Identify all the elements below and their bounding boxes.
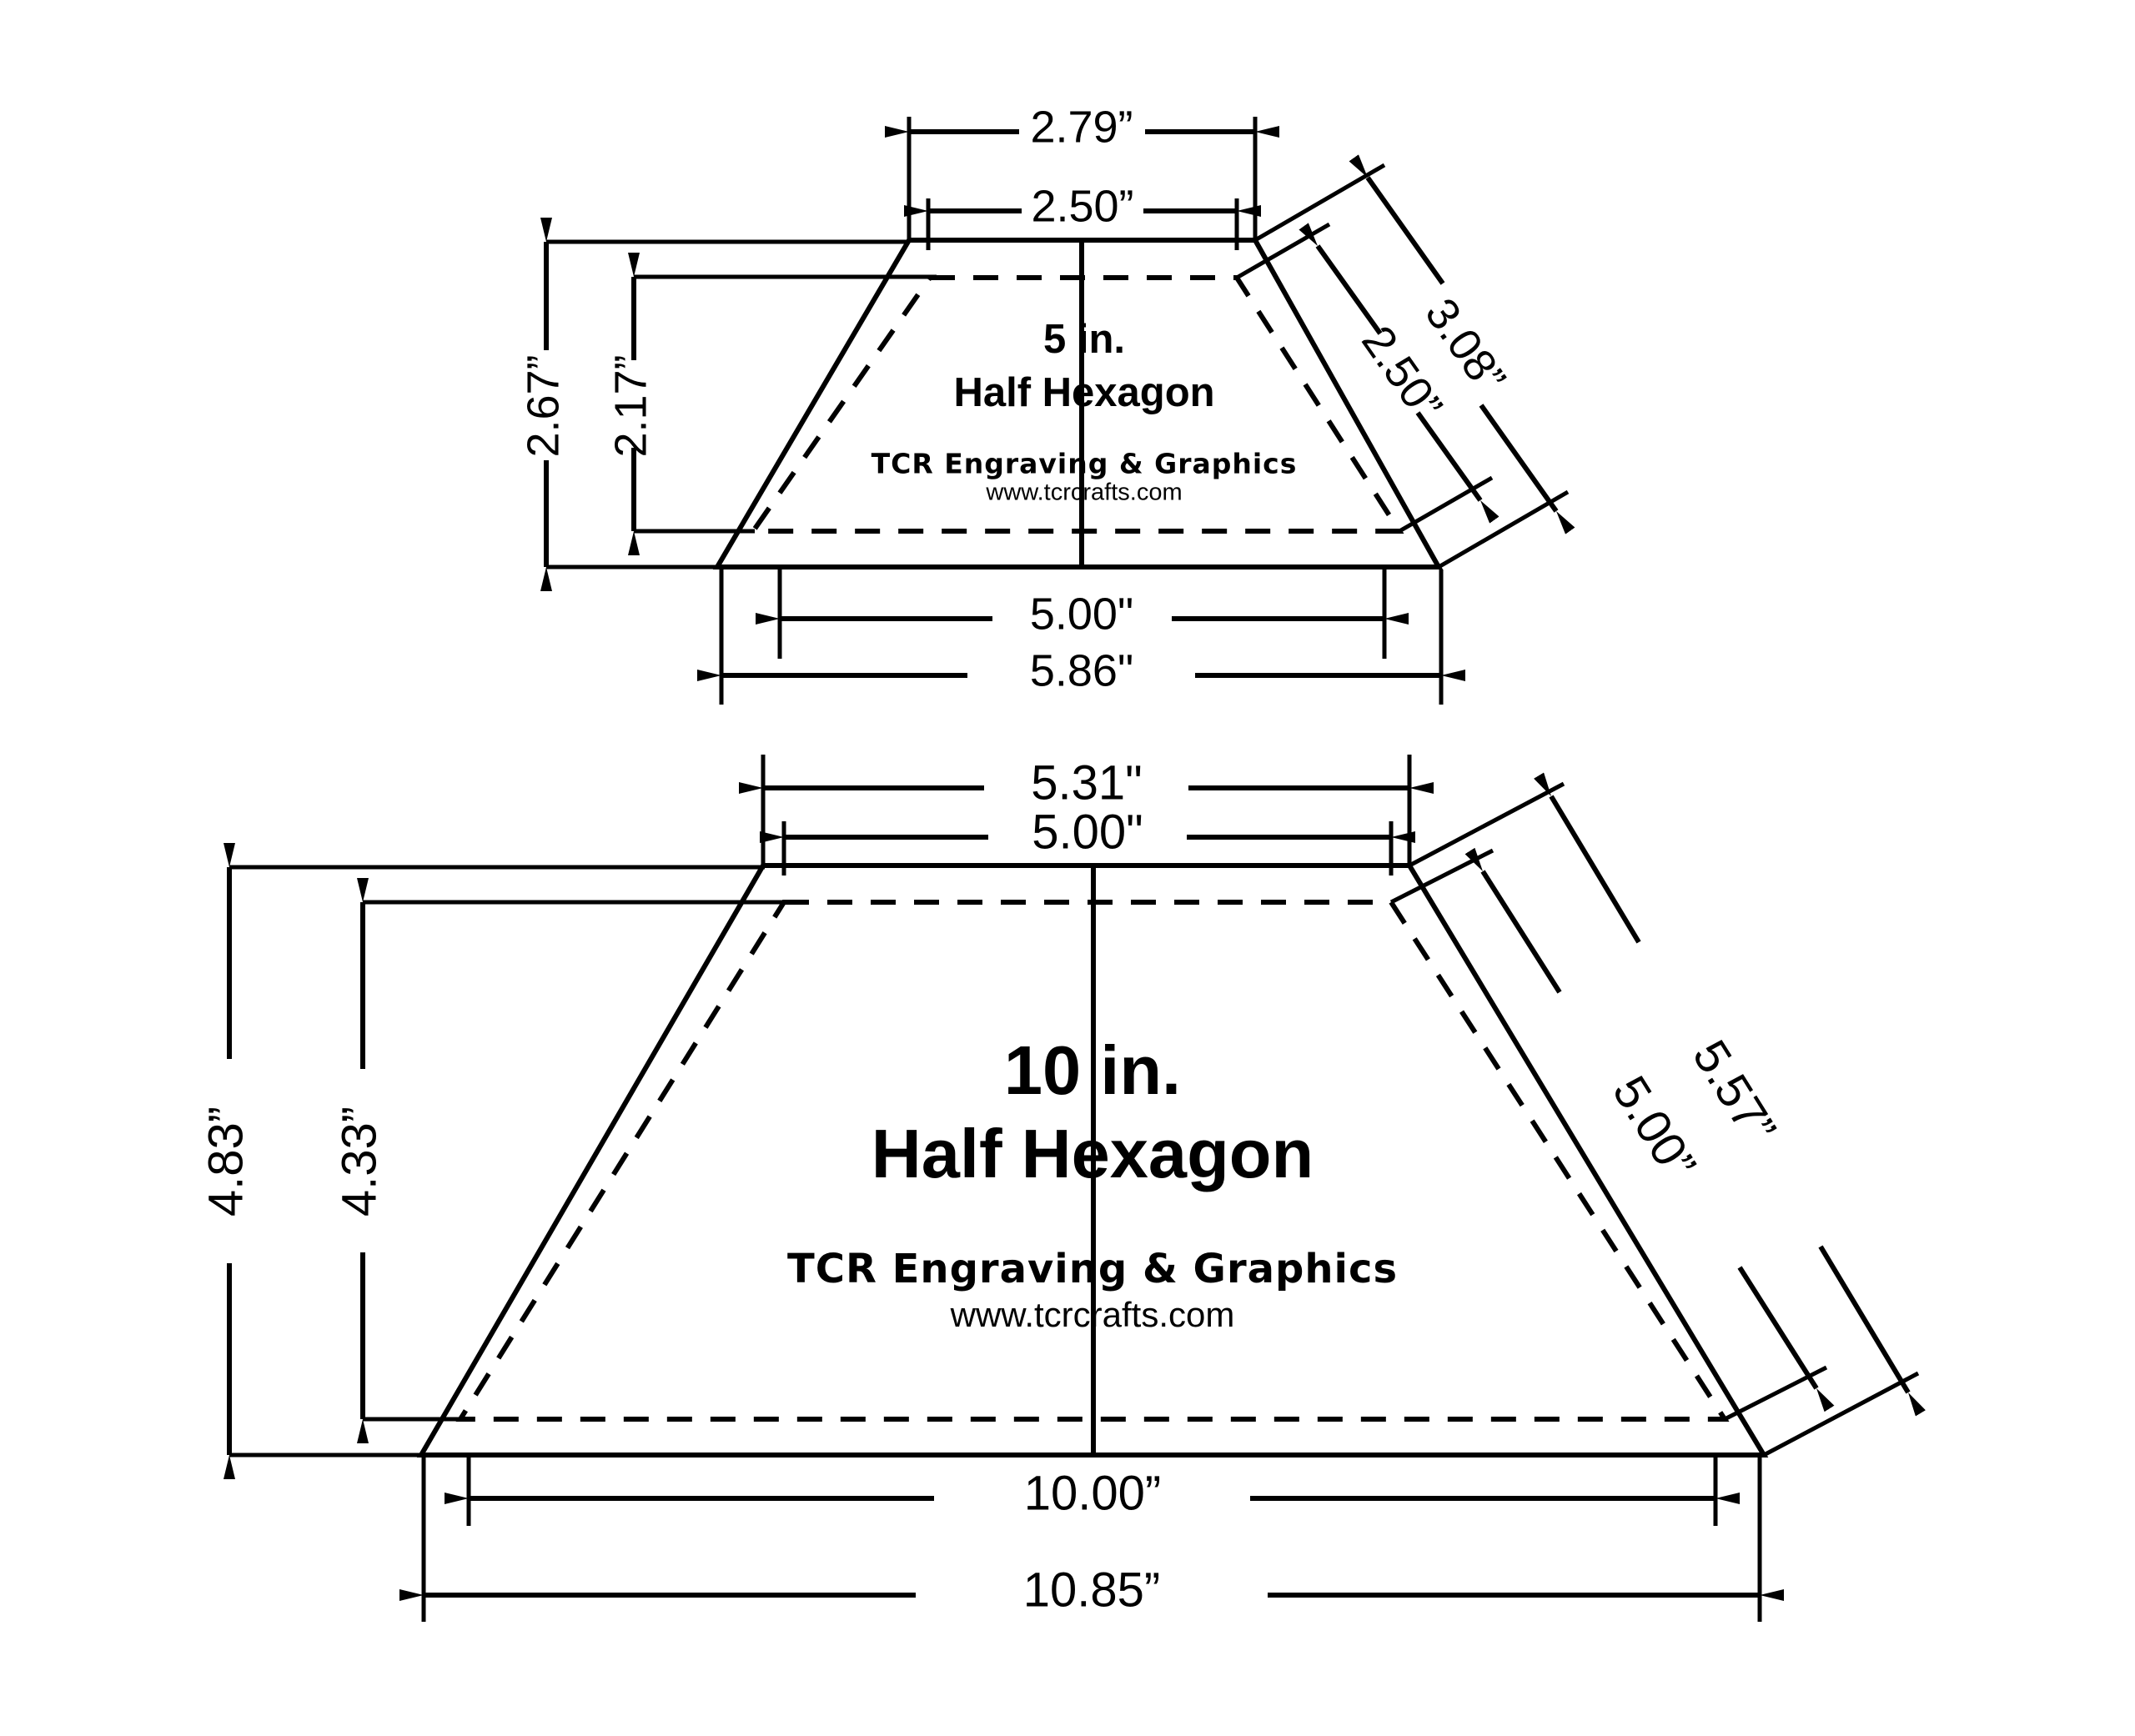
dim-label-top-inner-5in: 2.50” <box>1031 181 1133 231</box>
brand-label-5in: TCR Engraving & Graphics <box>872 448 1298 480</box>
dim-height-inner-10in: 4.33” <box>332 878 792 1443</box>
dim-label-bottom-inner-10in: 10.00” <box>1024 1466 1161 1520</box>
figure-label-size-5in: 5 in. <box>1043 317 1125 362</box>
url-label-10in: www.tcrcrafts.com <box>950 1295 1235 1334</box>
dim-label-height-inner-5in: 2.17” <box>605 354 656 457</box>
figure-label-name-10in: Half Hexagon <box>872 1115 1314 1192</box>
dim-top-outer-10in: 5.31" <box>739 755 1434 867</box>
dim-bottom-inner-5in: 5.00" <box>756 569 1409 659</box>
figure-label-name-5in: Half Hexagon <box>953 370 1214 415</box>
dim-label-top-outer-10in: 5.31" <box>1031 755 1142 810</box>
dim-height-outer-5in: 2.67” <box>518 218 909 591</box>
dim-label-bottom-outer-5in: 5.86" <box>1030 645 1133 695</box>
dim-bottom-inner-10in: 10.00” <box>445 1458 1740 1526</box>
dim-label-height-outer-10in: 4.83” <box>198 1106 253 1217</box>
dim-label-top-inner-10in: 5.00" <box>1032 805 1143 859</box>
dim-label-height-inner-10in: 4.33” <box>332 1106 386 1217</box>
figure-label-size-10in: 10 in. <box>1004 1031 1181 1109</box>
dim-height-outer-10in: 4.83” <box>198 843 765 1479</box>
dim-top-inner-5in: 2.50” <box>904 181 1261 250</box>
dim-height-inner-5in: 2.17” <box>605 253 937 555</box>
dim-bottom-outer-5in: 5.86" <box>697 569 1465 705</box>
dim-label-top-outer-5in: 2.79” <box>1030 102 1133 152</box>
url-label-5in: www.tcrcrafts.com <box>985 479 1182 506</box>
dim-top-inner-10in: 5.00" <box>760 805 1415 876</box>
dim-label-bottom-inner-5in: 5.00" <box>1030 589 1133 639</box>
brand-label-10in: TCR Engraving & Graphics <box>787 1246 1398 1292</box>
dim-label-height-outer-5in: 2.67” <box>518 354 568 457</box>
dim-bottom-outer-10in: 10.85” <box>399 1458 1784 1622</box>
dim-top-outer-5in: 2.79” <box>885 102 1279 242</box>
figure-10in: 5.31" 5.00" 4.83” 4.33” <box>198 755 1926 1622</box>
dim-label-bottom-outer-10in: 10.85” <box>1023 1563 1160 1617</box>
